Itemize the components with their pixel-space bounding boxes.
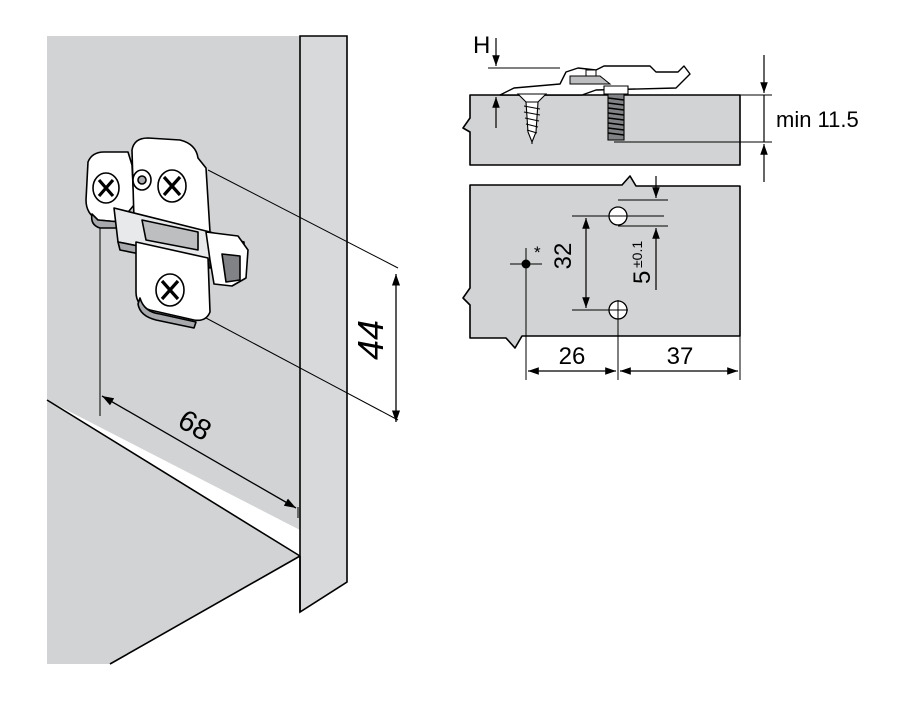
screw-icon: [132, 169, 152, 191]
wood-screw-icon: [516, 93, 548, 146]
cabinet-perspective-view: [46, 35, 348, 665]
cabinet-front-edge: [299, 35, 348, 614]
dimension-5-tolerance: ±0.1: [629, 241, 645, 268]
screw-icon: [155, 273, 185, 307]
cross-section-view: H min 11.5: [462, 32, 859, 182]
dimension-5-label: 5: [629, 271, 656, 284]
dimension-26-label: 26: [559, 343, 586, 370]
dimension-lines-left: [99, 169, 401, 518]
board-section: [462, 94, 741, 166]
screw-icon: [157, 169, 187, 203]
dimension-44-label: 44: [350, 320, 391, 360]
mounting-plate-illustration: [85, 137, 249, 329]
dimension-5-group: 5 ±0.1: [629, 241, 656, 284]
dimension-min-label: min 11.5: [776, 107, 859, 132]
screw-icon: [92, 172, 120, 204]
euro-screw-icon: [603, 85, 629, 141]
drilling-board: [462, 175, 741, 349]
dimension-37-label: 37: [667, 343, 694, 370]
reference-asterisk: *: [534, 243, 541, 262]
dimension-h-label: H: [473, 32, 490, 59]
dimension-32-label: 32: [550, 243, 577, 270]
drilling-plan-view: * 32 5 ±0.1 26 37: [462, 175, 741, 380]
